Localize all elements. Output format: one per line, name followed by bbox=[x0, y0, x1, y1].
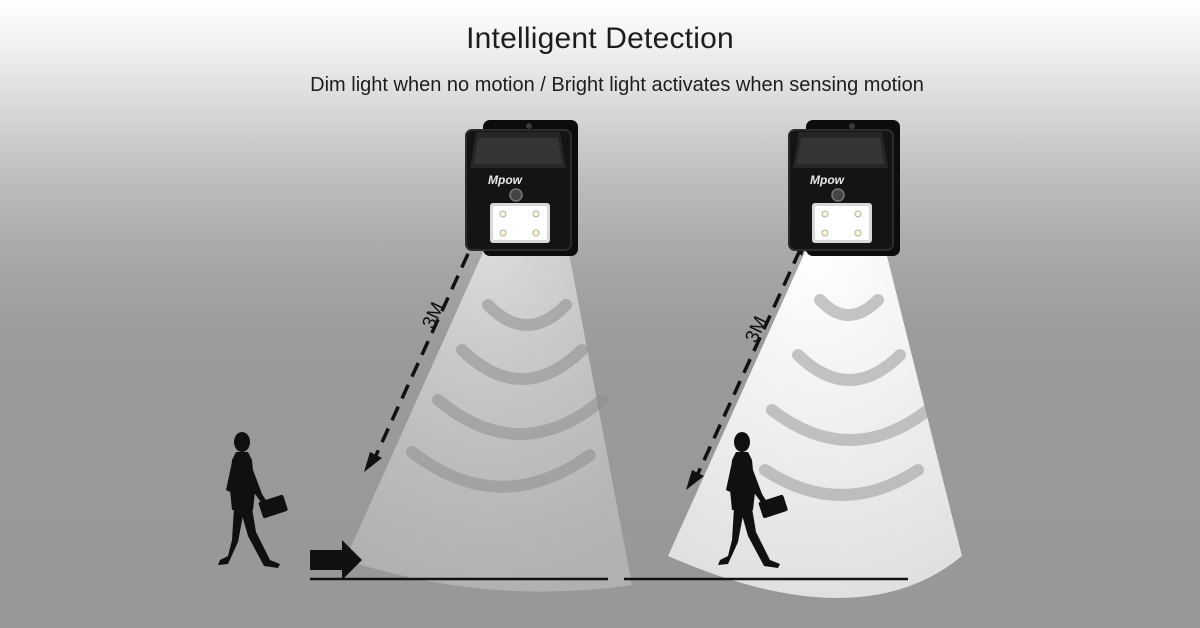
motion-wave-icon bbox=[406, 299, 608, 493]
walking-person-icon bbox=[218, 432, 289, 568]
panel-dim: 3M Mpow bbox=[218, 120, 632, 592]
panel-bright: 3M Mpow bbox=[624, 120, 962, 598]
brand-logo: Mpow bbox=[810, 173, 845, 187]
motion-sensor-icon bbox=[831, 188, 845, 202]
motion-sensor-icon bbox=[509, 188, 523, 202]
dim-light-beam bbox=[345, 248, 632, 592]
motion-wave-icon bbox=[759, 294, 934, 501]
bright-light-beam bbox=[668, 252, 962, 598]
solar-light-device: Mpow bbox=[788, 120, 900, 256]
page-subtitle: Dim light when no motion / Bright light … bbox=[310, 74, 924, 96]
page-title: Intelligent Detection bbox=[466, 22, 734, 55]
solar-light-device: Mpow bbox=[465, 120, 578, 256]
brand-logo: Mpow bbox=[488, 173, 523, 187]
arrow-right-icon bbox=[310, 540, 362, 580]
